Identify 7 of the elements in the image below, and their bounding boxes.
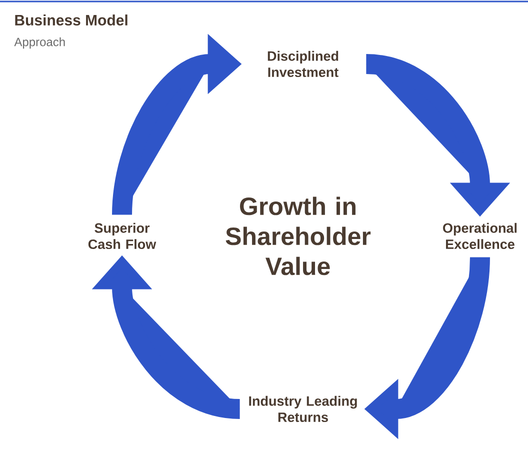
subtitle: Approach [14,37,65,49]
title: Business Model [15,14,128,26]
stage-label: Operational Excellence [443,222,517,250]
stage-label: Disciplined Investment [268,50,338,78]
stage-label: Industry Leading Returns [249,396,357,422]
stage-label: Superior Cash Flow [88,222,156,250]
center-text: Growth in Shareholder Value [226,196,371,276]
